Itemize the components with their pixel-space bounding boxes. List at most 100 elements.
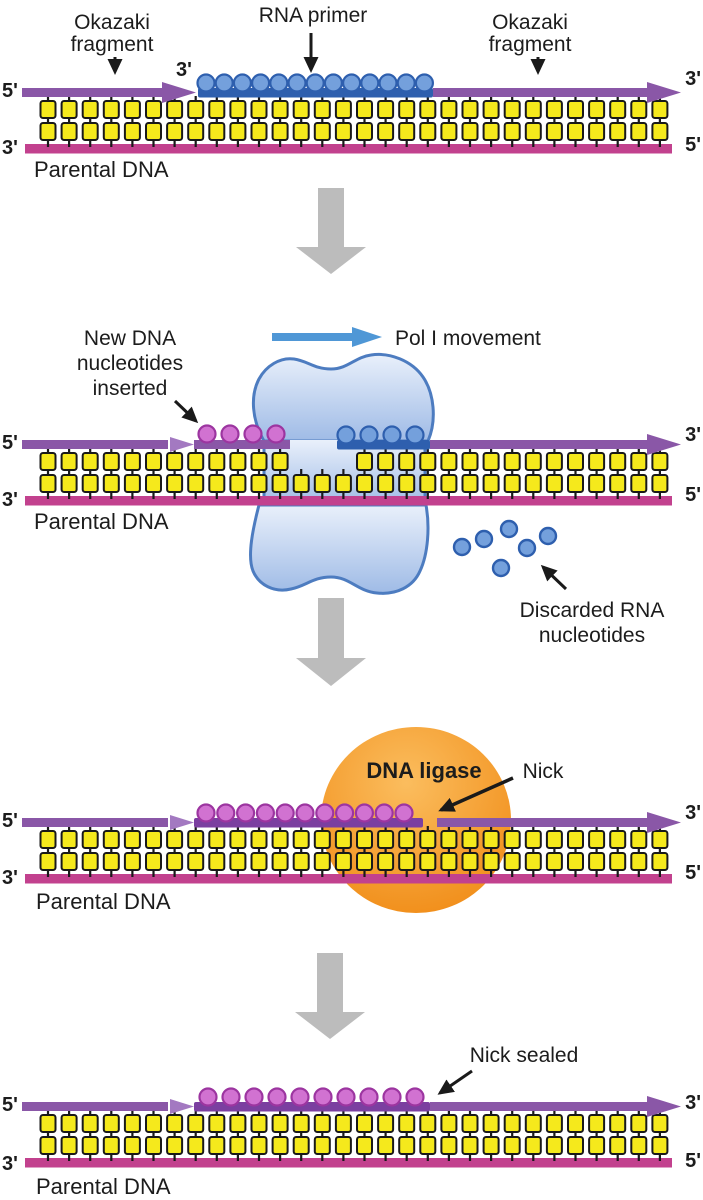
discarded-rna-nucleotide — [499, 519, 519, 539]
rna-primer-bead — [359, 425, 379, 445]
base-pair-square — [208, 1136, 226, 1155]
new-dna-nucleotide-bead — [243, 424, 263, 444]
base-pair-square — [567, 122, 584, 141]
base-pair-square — [39, 1136, 57, 1155]
base-pair-square — [482, 1114, 500, 1133]
base-pair-square — [398, 100, 416, 119]
base-pair-square — [567, 474, 584, 493]
leading-strand-segment — [433, 88, 647, 97]
base-pair-square — [482, 474, 500, 493]
new-dna-nucleotide-bead — [221, 1087, 241, 1107]
base-pair-square — [356, 830, 373, 849]
base-pair-square — [356, 1114, 373, 1133]
rna-primer-bead — [251, 73, 271, 93]
fragment-three-prime-label: 3' — [176, 59, 192, 81]
p3-right-five-prime: 5' — [685, 862, 701, 884]
base-pair-square — [229, 1136, 247, 1155]
dna-ligase-label: DNA ligase — [366, 758, 481, 783]
base-pair-square — [503, 452, 521, 471]
base-pair-square — [292, 1136, 310, 1155]
step-arrow-2 — [296, 598, 366, 686]
base-pair-square — [503, 474, 521, 493]
p4-right-three-prime: 3' — [685, 1092, 701, 1114]
panel-2-pol-i-primer-replacement: New DNA nucleotides inserted Pol I movem… — [2, 327, 701, 647]
base-pair-square — [482, 830, 500, 849]
base-pair-square — [60, 852, 78, 871]
base-pair-square — [271, 452, 289, 471]
base-pair-square — [545, 1136, 563, 1155]
base-pair-square — [503, 852, 521, 871]
base-pair-square — [651, 122, 669, 141]
base-pair-square — [524, 452, 542, 471]
base-pair-square — [588, 452, 606, 471]
unpaired-base-square — [313, 474, 331, 493]
p1-left-three-prime: 3' — [2, 137, 18, 159]
base-pair-square — [166, 852, 184, 871]
base-pair-square — [123, 830, 141, 849]
base-pair-square — [208, 830, 226, 849]
pol-i-enzyme-upper-lobe — [251, 352, 435, 443]
base-pair-square — [166, 122, 184, 141]
base-pair-square — [60, 452, 78, 471]
discarded-rna-nucleotide — [452, 537, 472, 557]
base-pair-square — [166, 830, 184, 849]
p1-left-five-prime: 5' — [2, 80, 18, 102]
base-pair-square — [630, 452, 648, 471]
base-pair-square — [630, 1136, 648, 1155]
pol-i-movement-label: Pol I movement — [395, 327, 541, 350]
base-pair-square — [461, 100, 479, 119]
base-pair-square — [630, 1114, 648, 1133]
base-pair-square — [567, 100, 584, 119]
base-pair-square — [461, 830, 479, 849]
base-pair-square — [81, 852, 99, 871]
base-pair-square — [250, 122, 268, 141]
base-pair-square — [208, 122, 226, 141]
rna-primer-bead — [214, 73, 234, 93]
p4-dna-duplex — [22, 1087, 681, 1168]
base-pair-square — [313, 1136, 331, 1155]
base-pair-square — [356, 100, 373, 119]
unpaired-base-square — [334, 474, 352, 493]
rna-primer-bead — [414, 73, 434, 93]
leading-strand-segment — [22, 1102, 168, 1111]
base-pair-square — [208, 852, 226, 871]
base-pair-square — [524, 1136, 542, 1155]
new-dna-pointer-arrow — [173, 399, 199, 424]
base-pair-square — [102, 852, 120, 871]
okazaki-left-label-line2: fragment — [71, 33, 154, 56]
base-pair-square — [229, 122, 247, 141]
base-pair-square — [145, 830, 162, 849]
base-pair-square — [313, 1114, 331, 1133]
base-pair-square — [271, 1136, 289, 1155]
new-dna-nucleotide-bead — [236, 803, 256, 823]
base-pair-square — [398, 830, 416, 849]
new-dna-nucleotide-bead — [354, 803, 374, 823]
base-pair-square — [187, 830, 205, 849]
base-pair-square — [567, 852, 584, 871]
base-pair-square — [250, 100, 268, 119]
p2-dna-duplex — [22, 424, 681, 506]
leading-strand-segment — [22, 88, 162, 97]
p1-right-five-prime: 5' — [685, 134, 701, 156]
base-pair-square — [588, 1136, 606, 1155]
base-pair-square — [123, 1114, 141, 1133]
base-pair-square — [334, 122, 352, 141]
base-pair-square — [651, 1114, 669, 1133]
discarded-rna-nucleotides — [452, 519, 558, 578]
rna-primer-label: RNA primer — [259, 4, 368, 27]
new-dna-nucleotide-bead — [394, 803, 414, 823]
base-pair-square — [166, 1136, 184, 1155]
base-pair-square — [208, 474, 226, 493]
base-pair-square — [292, 100, 310, 119]
base-pair-square — [377, 474, 395, 493]
rna-primer-bead — [360, 73, 380, 93]
strand-arrowhead — [647, 812, 681, 833]
base-pair-square — [419, 452, 437, 471]
base-pair-square — [524, 122, 542, 141]
p3-right-three-prime: 3' — [685, 802, 701, 824]
base-pair-square — [461, 1136, 479, 1155]
base-pair-square — [588, 1114, 606, 1133]
strand-arrowhead — [647, 82, 681, 103]
p1-parental-dna-label: Parental DNA — [34, 157, 169, 182]
p4-left-five-prime: 5' — [2, 1094, 18, 1116]
